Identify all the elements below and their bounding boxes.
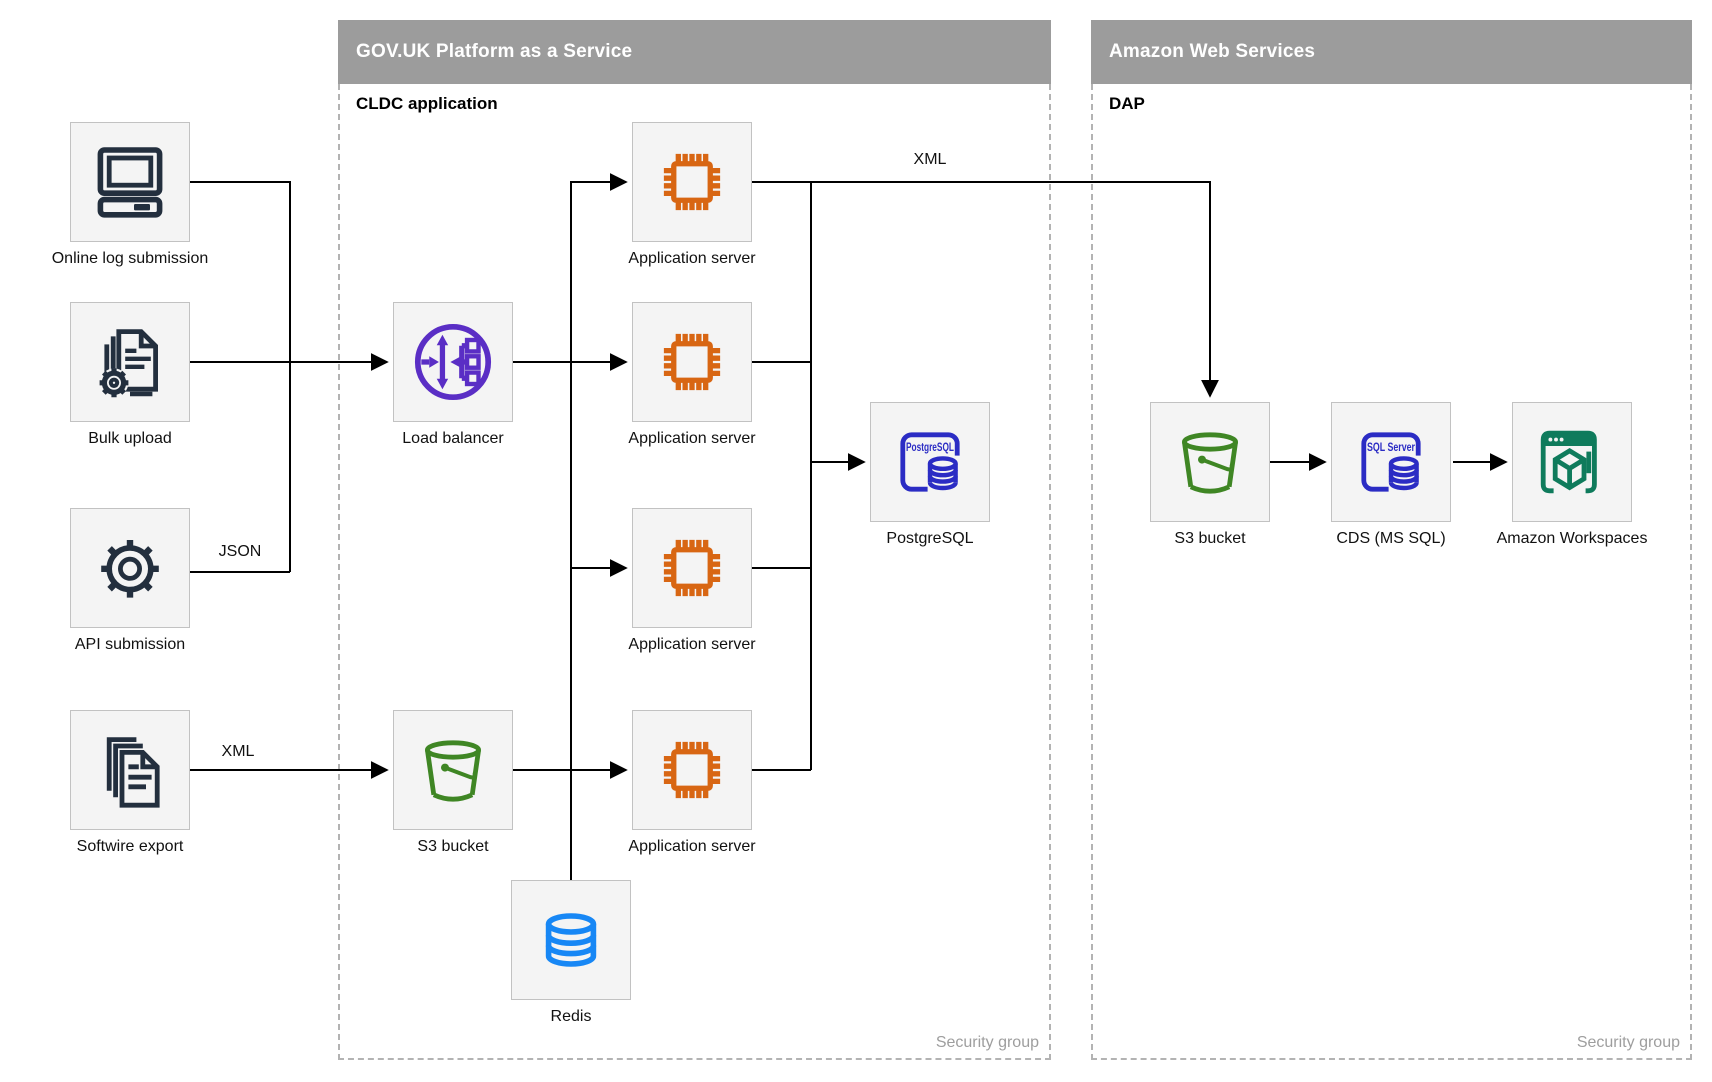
security-group-label: Security group — [1576, 1034, 1680, 1051]
edge-label-xml-export: XML — [221, 743, 255, 760]
edge-connector — [190, 181, 291, 572]
edge-connector — [752, 181, 1219, 398]
container-title: GOV.UK Platform as a Service — [356, 41, 633, 62]
edge-label-xml-to-aws: XML — [913, 151, 947, 168]
edge-label-json: JSON — [218, 543, 262, 560]
container-header: Amazon Web Services — [1091, 20, 1692, 84]
security-group-label: Security group — [935, 1034, 1039, 1051]
container-sublabel: CLDC application — [356, 94, 498, 113]
container-govuk-paas: GOV.UK Platform as a Service CLDC applic… — [338, 20, 1051, 1060]
container-dashed-border: DAP Security group — [1091, 84, 1692, 1060]
container-dashed-border: CLDC application Security group — [338, 84, 1051, 1060]
edge-connector — [570, 173, 628, 880]
container-title: Amazon Web Services — [1109, 41, 1316, 62]
container-header: GOV.UK Platform as a Service — [338, 20, 1051, 84]
container-aws: Amazon Web Services DAP Security group — [1091, 20, 1692, 1060]
container-sublabel: DAP — [1109, 94, 1145, 113]
